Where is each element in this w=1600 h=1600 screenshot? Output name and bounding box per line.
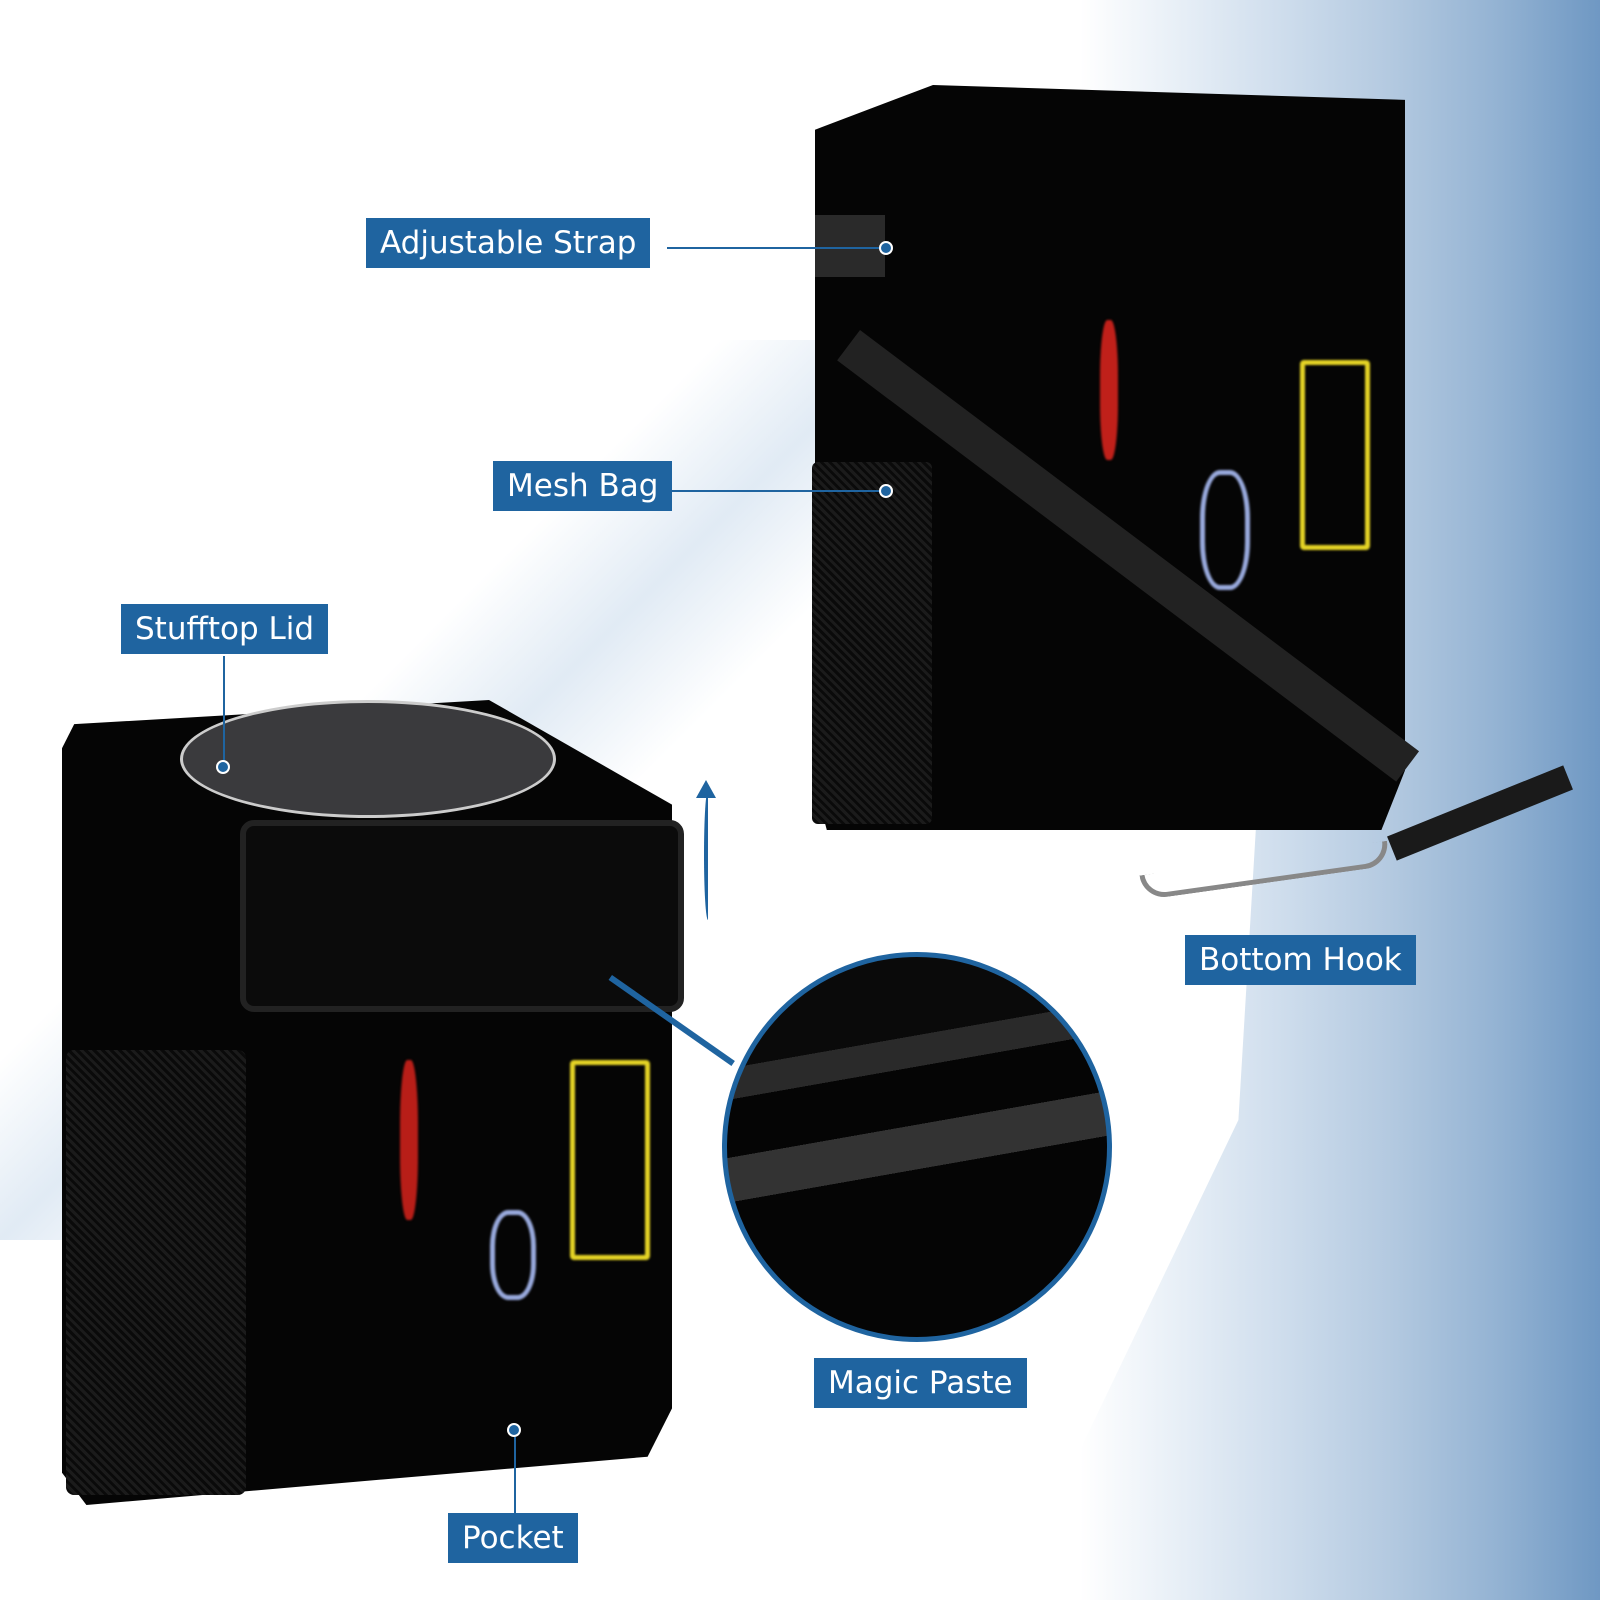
callout-line <box>514 1437 516 1513</box>
blue-note <box>1200 470 1250 590</box>
label-bottom-hook: Bottom Hook <box>1185 935 1416 985</box>
red-note <box>400 1060 418 1220</box>
side-pocket-left <box>66 1050 246 1495</box>
label-stufftop-lid: Stufftop Lid <box>121 604 329 654</box>
callout-line <box>223 656 225 766</box>
callout-dot <box>879 484 893 498</box>
callout-dot <box>216 760 230 774</box>
callout-dot <box>507 1423 521 1437</box>
blue-note <box>490 1210 536 1300</box>
callout-line <box>667 490 885 492</box>
arrow-head-icon <box>696 780 716 798</box>
lift-arrow-icon <box>704 790 712 920</box>
label-pocket: Pocket <box>448 1513 578 1563</box>
label-mesh-bag: Mesh Bag <box>493 461 673 511</box>
callout-line <box>667 247 885 249</box>
label-adjustable-strap: Adjustable Strap <box>366 218 651 268</box>
yellow-note <box>570 1060 650 1260</box>
callout-dot <box>879 241 893 255</box>
magic-paste-detail-circle <box>722 952 1112 1342</box>
mesh-pocket-right <box>812 462 932 824</box>
strap-loop <box>815 215 885 277</box>
red-note <box>1100 320 1118 460</box>
yellow-note <box>1300 360 1370 550</box>
label-magic-paste: Magic Paste <box>814 1358 1027 1408</box>
stufftop-lid-opening <box>180 700 556 818</box>
